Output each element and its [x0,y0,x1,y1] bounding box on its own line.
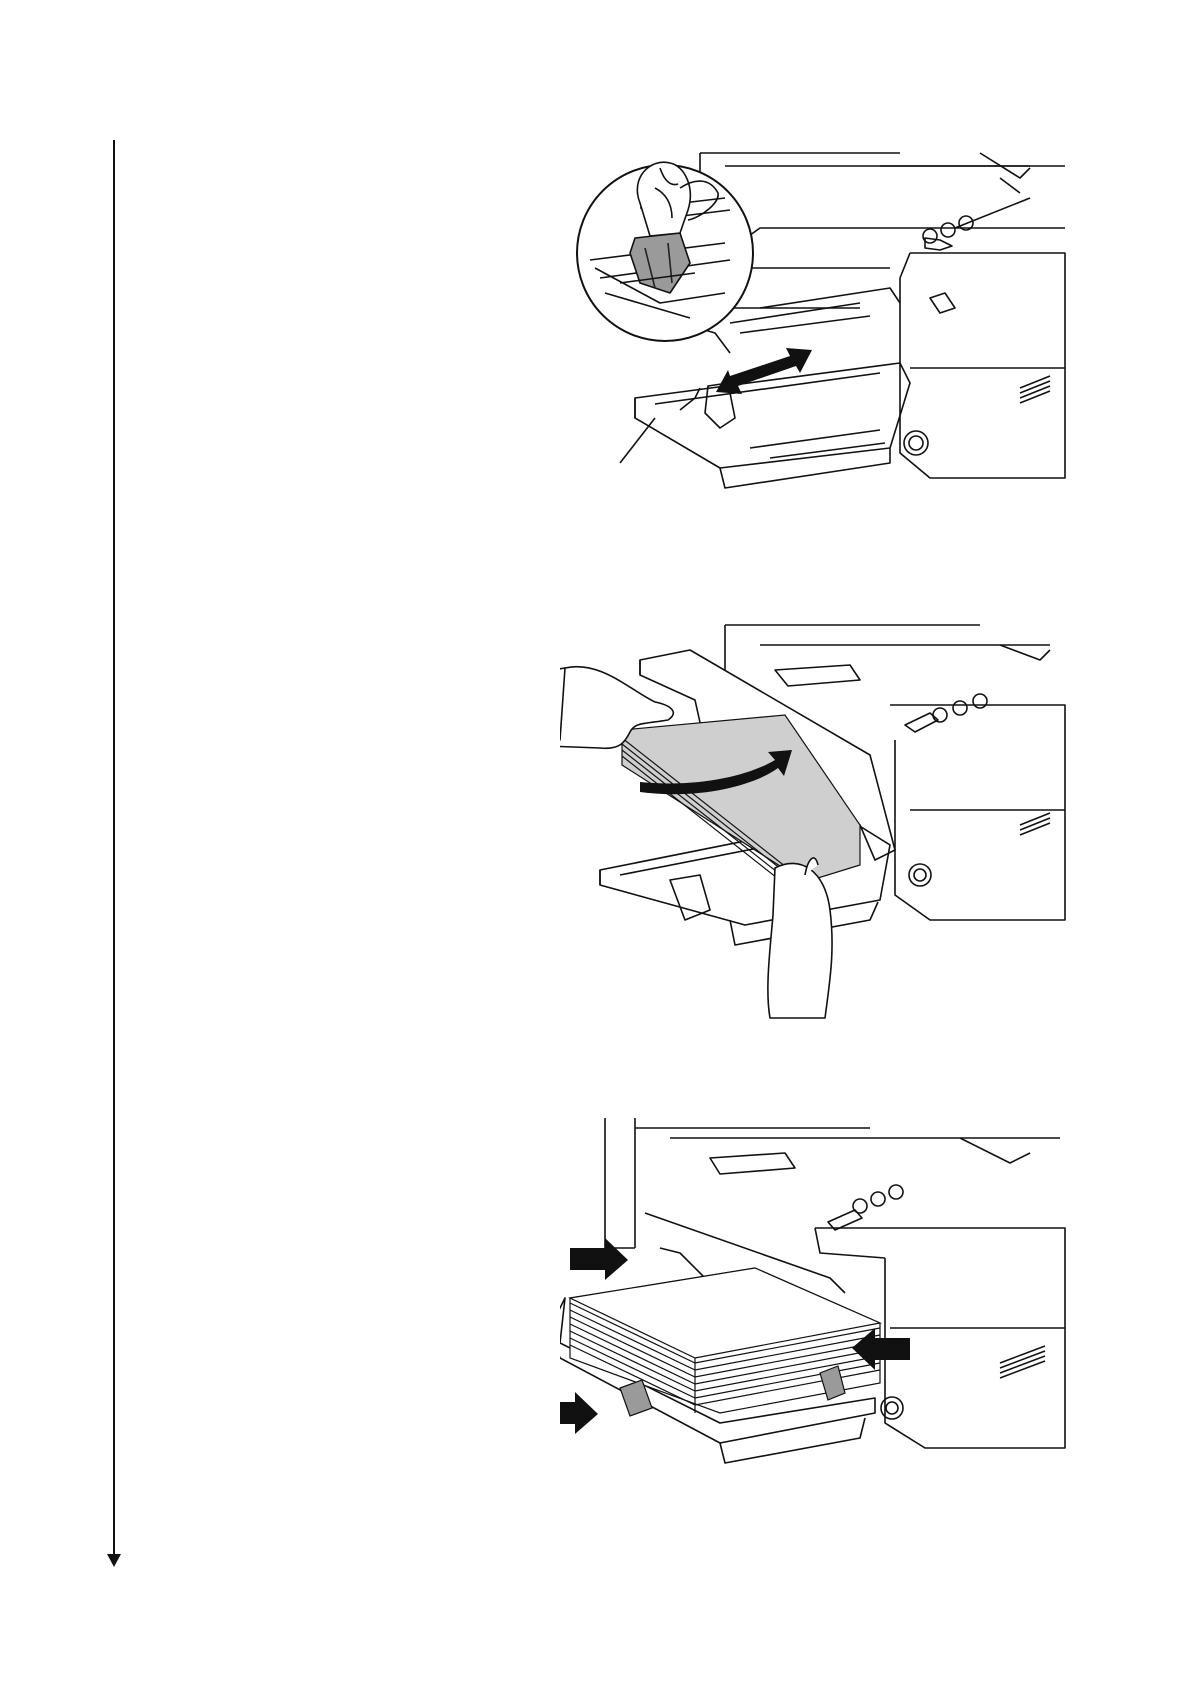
align-paper-guides-illustration [560,1118,1080,1488]
double-headed-arrow-icon [716,348,812,394]
down-arrow-icon [107,1554,121,1567]
load-paper-stack-illustration [560,620,1080,1040]
adjust-paper-length-guide-illustration [560,148,1080,538]
push-arrow-icon [570,1238,628,1280]
